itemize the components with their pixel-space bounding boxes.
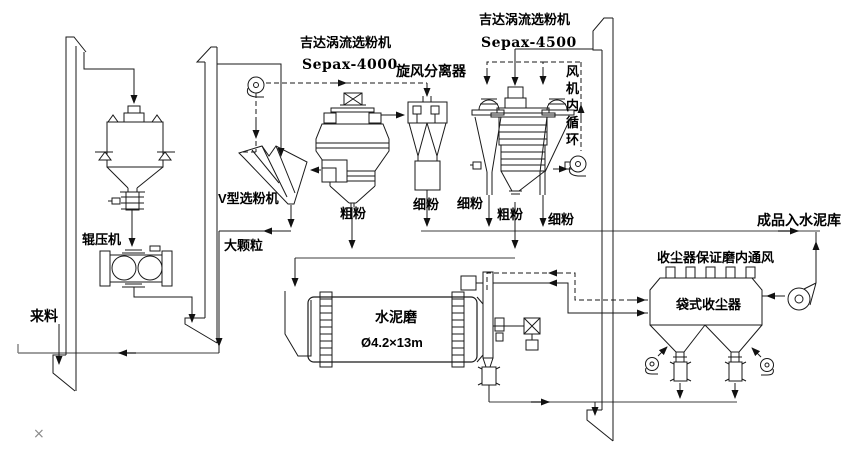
exhaust-fan-icon [788,283,816,310]
label-coarse-4000: 粗粉 [340,206,366,221]
diagram-labels: 来料 辊压机 V型选粉机 大颗粒 吉达涡流选粉机 Sepax-4000 旋风分离… [29,12,841,442]
air-flow-dashed-lines [242,62,648,300]
roller-left-icon [112,256,136,280]
mill-inlet-chute [285,291,311,356]
cement-mill [285,272,540,402]
bucket-elevator-3 [587,18,613,441]
label-fan-circulation: 风机内循环 [566,64,579,147]
label-sepax4000-model: Sepax-4000 [302,57,398,73]
mill-ring-right-icon [452,292,464,367]
material-flow-lines [55,49,820,416]
aeration-fan-right-icon [761,359,774,376]
label-coarse-4500: 粗粉 [497,207,523,222]
roller-right-icon [138,256,162,280]
label-fine-cyclone: 细粉 [413,197,439,212]
roller-press [100,246,172,290]
label-large-particles: 大颗粒 [224,238,263,253]
label-bag-collector: 袋式收尘器 [675,297,742,312]
mill-ring-left-icon [320,292,332,367]
bucket-elevator-1 [53,37,86,391]
sepax-4500-separator [470,87,576,195]
mill-discharge-housing [483,272,493,358]
cyclone-separator [408,96,447,190]
rotary-valve-icon [478,367,500,385]
label-sepax4500-title: 吉达涡流选粉机 [479,12,570,27]
bag-filter [650,267,762,381]
bucket-elevator-2 [185,47,217,343]
label-roller-press: 辊压机 [82,232,121,247]
label-mill-dimensions: Ø4.2×13m [361,335,423,350]
aeration-fan-left-icon [646,358,659,375]
motor-icon [340,93,366,108]
sepax-4000-separator [316,93,389,207]
mill-drive-icon [493,318,540,350]
label-dust-collector-note: 收尘器保证磨内通风 [657,250,774,265]
label-cement-mill: 水泥磨 [375,309,418,325]
weigh-hopper [95,106,175,210]
circulation-fan-icon [247,77,264,97]
label-fine-right: 细粉 [548,212,574,227]
label-product-to-silo: 成品入水泥库 [757,212,841,228]
label-sepax4500-model: Sepax-4500 [481,35,577,51]
label-cyclone: 旋风分离器 [395,63,467,79]
bag-filter-valve-left-icon [670,362,691,381]
left-cyclone-icon [470,99,504,195]
label-fine-left: 细粉 [457,196,483,211]
bag-filter-valve-right-icon [725,362,746,381]
sepax-fan-icon [569,156,586,176]
hopper-feeder-icon [108,192,145,210]
label-incoming-feed: 来料 [29,308,58,324]
label-v-separator: V型选粉机 [218,191,279,206]
close-mark-icon: × [33,426,45,442]
label-sepax4000-title: 吉达涡流选粉机 [300,35,391,50]
